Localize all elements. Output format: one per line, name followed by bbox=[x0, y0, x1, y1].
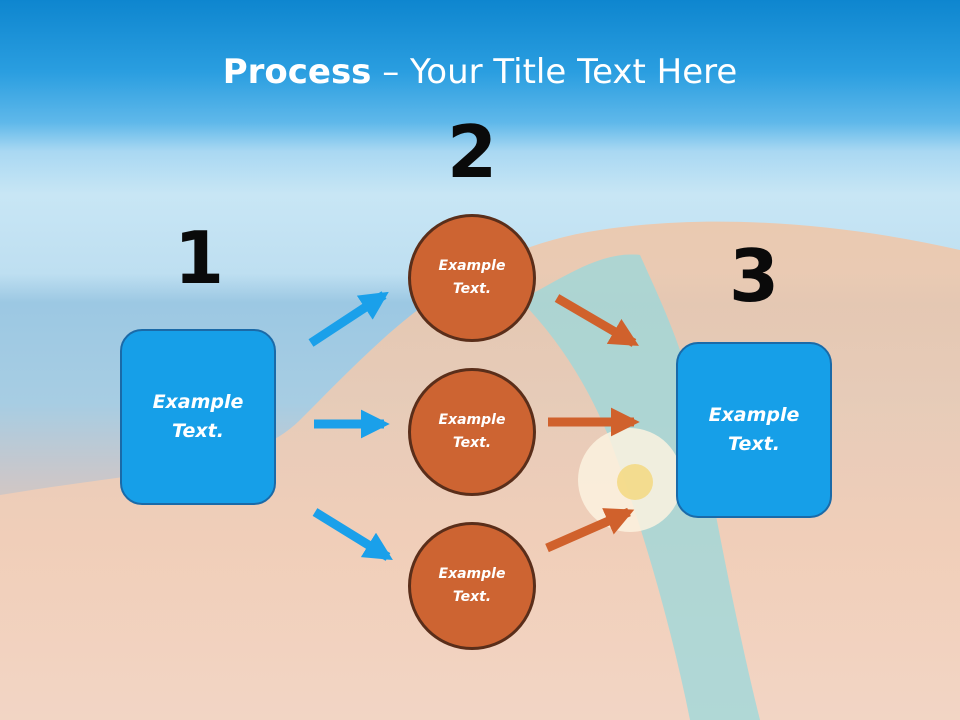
title-bold: Process bbox=[222, 52, 372, 92]
arrow-orange-up bbox=[545, 507, 635, 553]
circle-bottom-line2: Text. bbox=[452, 589, 492, 605]
slide-title: Process – Your Title Text Here bbox=[0, 52, 960, 92]
step-number-3: 3 bbox=[728, 234, 780, 318]
step-number-2: 2 bbox=[446, 110, 498, 194]
step-1-line1: Example bbox=[152, 391, 244, 413]
step-number-1: 1 bbox=[173, 216, 225, 300]
step-1-line2: Text. bbox=[172, 420, 224, 442]
arrow-blue-down bbox=[312, 508, 393, 561]
circle-middle-line1: Example bbox=[438, 412, 506, 428]
arrow-orange-down bbox=[554, 294, 639, 347]
arrow-blue-up bbox=[308, 291, 389, 347]
circle-top-line1: Example bbox=[438, 258, 506, 274]
title-rest: – Your Title Text Here bbox=[371, 52, 738, 92]
step-3-line1: Example bbox=[708, 404, 800, 426]
circle-middle-line2: Text. bbox=[452, 435, 492, 451]
circle-top-line2: Text. bbox=[452, 281, 492, 297]
step-3-line2: Text. bbox=[728, 433, 780, 455]
circle-bottom-line1: Example bbox=[438, 566, 506, 582]
